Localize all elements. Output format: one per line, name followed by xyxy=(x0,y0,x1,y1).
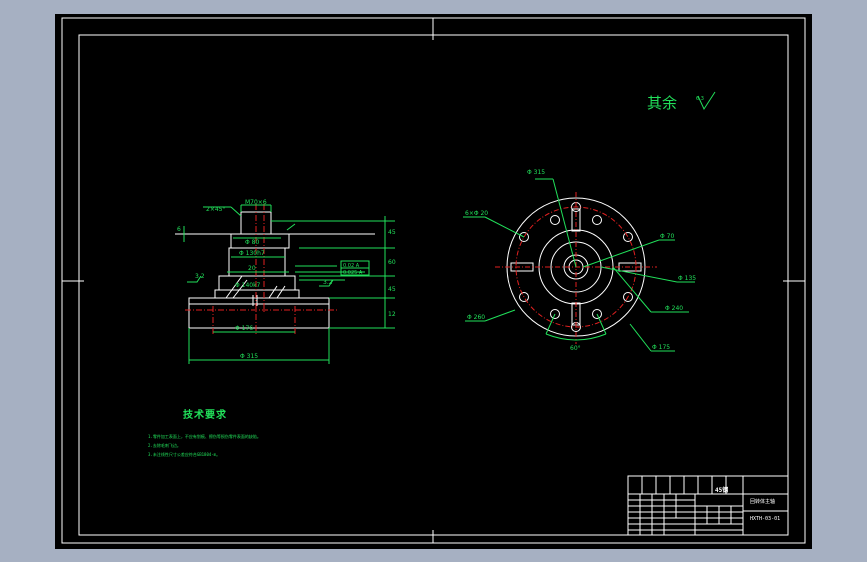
dim-d80: Φ 80 xyxy=(245,239,259,246)
base-flange xyxy=(188,297,330,329)
dim-plan-d175: Φ 175 xyxy=(652,344,670,351)
roughness-label: 其余 xyxy=(647,94,677,112)
drawing-sheet: 其余 6.3 xyxy=(61,17,806,544)
dim-plan-d315: Φ 315 xyxy=(527,169,545,176)
dim-d176: Φ 176 xyxy=(235,325,253,332)
centering-marks xyxy=(62,18,805,543)
title-block-drawing-no: HXTH-03-01 xyxy=(750,516,781,522)
section-view: 2×45° M70×6 Φ 80 Φ 130h7 Φ 140k7 20 Φ 17… xyxy=(175,199,396,364)
cad-drawing-viewport[interactable]: 其余 6.3 xyxy=(55,14,812,549)
dim-plan-d20: 6×Φ 20 xyxy=(465,210,488,217)
inner-frame xyxy=(78,34,789,536)
dim-left-mark: 6 xyxy=(177,226,181,233)
dim-thread: M70×6 xyxy=(245,199,267,206)
tech-requirements-title: 技术要求 xyxy=(183,410,227,421)
dim-d315: Φ 315 xyxy=(240,353,258,360)
dim-height-1: 45 xyxy=(388,229,396,236)
dim-d140: Φ 140k7 xyxy=(235,282,261,289)
dim-height-2: 60 xyxy=(388,259,396,266)
dim-height-3: 45 xyxy=(388,286,396,293)
title-block-part-name: 回转体主轴 xyxy=(750,499,776,505)
dim-tol-1: 0.02 A xyxy=(343,263,360,269)
dim-chamfer: 2×45° xyxy=(206,206,225,213)
dim-d130: Φ 130h7 xyxy=(239,250,265,257)
title-block-material: 45钢 xyxy=(715,487,729,494)
tech-requirement-line: 1.零件加工表面上，不应有划痕、擦伤等损伤零件表面的缺陷。 xyxy=(148,434,261,439)
dim-plan-angle: 60° xyxy=(570,345,581,352)
dim-ra-right: 3.2 xyxy=(323,279,333,286)
dim-h20: 20 xyxy=(248,265,256,272)
tech-requirement-line: 3.未注线性尺寸公差应符合GB1804-m。 xyxy=(148,452,221,457)
tech-requirement-line: 2.去除毛刺飞边。 xyxy=(148,443,181,448)
dim-ra-left: 3.2 xyxy=(195,273,205,280)
neck xyxy=(230,233,290,249)
roughness-value: 6.3 xyxy=(696,96,704,102)
dim-plan-d135: Φ 135 xyxy=(678,275,696,282)
roughness-symbol-icon xyxy=(697,91,716,111)
dim-tol-2: 0.025 A xyxy=(343,270,363,276)
dim-plan-d260: Φ 260 xyxy=(467,314,485,321)
plan-view: Φ 315 6×Φ 20 Φ 70 Φ 135 Φ 240 Φ 260 Φ 17… xyxy=(463,169,696,352)
dim-plan-d240: Φ 240 xyxy=(665,305,683,312)
dim-plan-d70: Φ 70 xyxy=(660,233,674,240)
title-block xyxy=(627,475,789,536)
dim-height-4: 12 xyxy=(388,311,396,318)
